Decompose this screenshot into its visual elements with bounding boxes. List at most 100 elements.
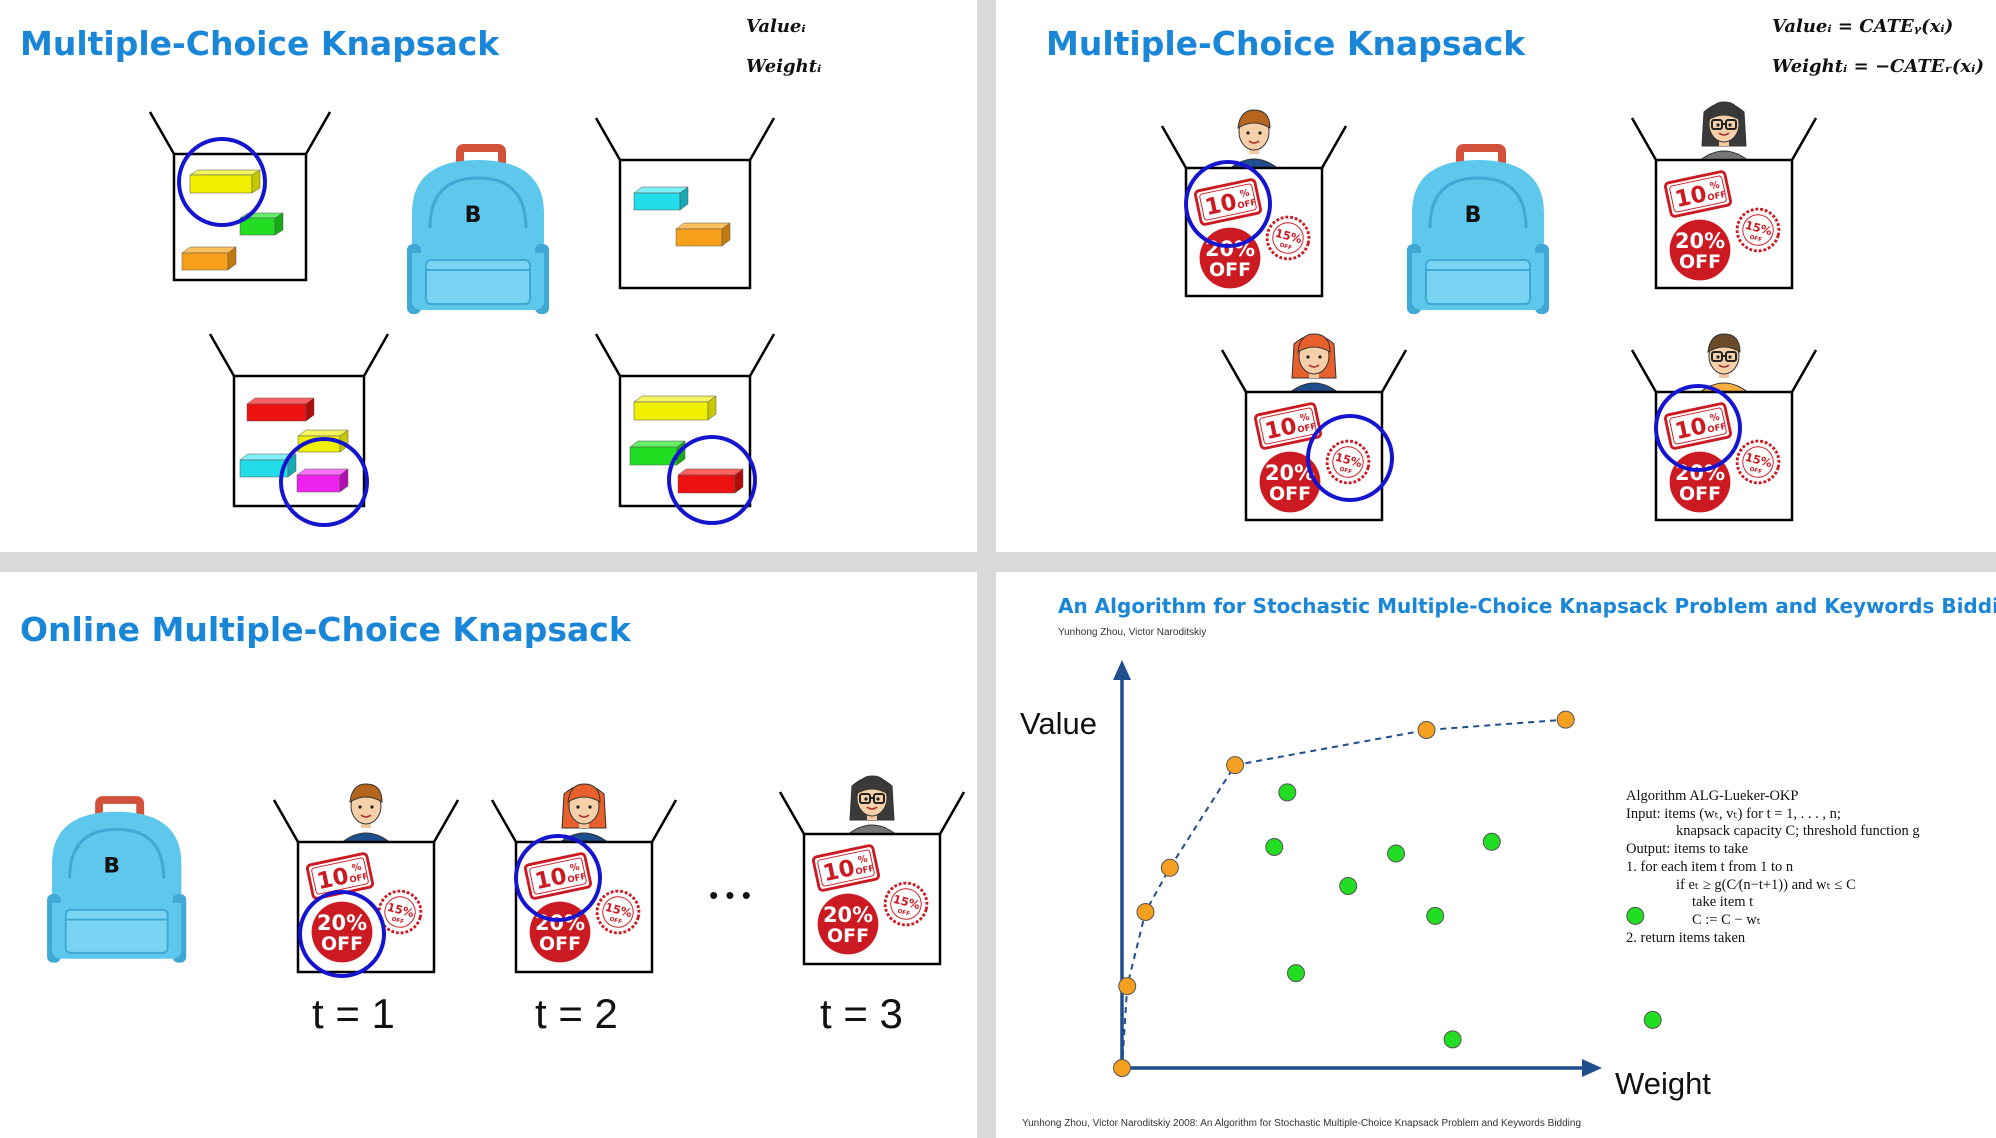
coupon-10-text: 10 [1263,413,1299,445]
coupon-percent-text: % [569,861,581,874]
algorithm-line: C := C − wₜ [1692,911,1761,928]
y-axis-label: Value [1020,706,1097,741]
coupon-percent-text: % [857,853,869,866]
coupon-percent-text: % [1709,179,1721,192]
coupon-off-text: OFF [1279,243,1293,252]
item-point [1339,877,1358,895]
coupon-percent-text: % [351,861,363,874]
chart-axes [1113,660,1602,1077]
item-point [1278,783,1297,802]
paper-citation: Yunhong Zhou, Victor Naroditskiy 2008: A… [1022,1118,1582,1129]
slide-paper-algorithm: An Algorithm for Stochastic Multiple-Cho… [996,572,1996,1138]
coupon-20-text: 20% [317,911,367,935]
formula-value: Valueᵢ = CATEᵧ(xᵢ) [1772,16,1954,37]
item-red-bar [246,397,315,422]
coupon-15-off-icon: 15%OFF [595,889,641,935]
customer-avatar [1696,333,1752,395]
coupon-off-text: OFF [827,925,869,947]
coupon-off-text: OFF [1749,467,1763,476]
knapsack-illustration: B [148,111,776,527]
coupon-off-text: OFF [1707,422,1728,436]
slide-multiple-choice-knapsack: Multiple-Choice Knapsack Valueᵢ Weightᵢ [0,0,977,552]
coupon-20-text: 20% [1675,229,1725,253]
selection-circle [514,834,602,922]
coupon-10-text: 10 [821,855,857,887]
customer-avatar [556,783,612,845]
formula-weight: Weightᵢ = −CATEᵣ(xᵢ) [1772,56,1984,77]
coupon-15-off-icon: 15%OFF [377,889,423,935]
time-label-2: t = 2 [535,990,618,1037]
backpack-icon: B [47,796,187,963]
coupon-off-text: OFF [609,917,623,926]
coupon-off-text: OFF [855,864,876,878]
slide-title: Multiple-Choice Knapsack [20,24,500,63]
coupon-10-off-icon: 10%OFF [1663,402,1733,450]
item-orange-bar [675,222,731,247]
paper-title: An Algorithm for Stochastic Multiple-Cho… [1058,594,1996,618]
coupon-10-off-icon: 10%OFF [1663,170,1733,218]
frontier-point [1113,1059,1131,1077]
coupon-off-text: OFF [321,933,363,955]
algorithm-line: Output: items to take [1626,841,1749,858]
coupon-20-off-icon: 20%OFF [1669,219,1731,281]
algorithm-line: Input: items (wₜ, vₜ) for t = 1, . . . ,… [1626,805,1841,822]
coupon-15-off-icon: 15%OFF [1735,439,1781,485]
item-point [1265,838,1284,856]
algorithm-line: knapsack capacity C; threshold function … [1676,823,1920,840]
backpack-icon: B [1407,144,1549,314]
customer-avatar [338,783,394,845]
coupon-15-off-icon: 15%OFF [883,881,929,927]
selection-circle [298,890,386,978]
value-weight-chart [1113,660,1662,1077]
algorithm-line: 1. for each item t from 1 to n [1626,858,1794,875]
coupon-20-off-icon: 20%OFF [1259,451,1321,513]
coupon-off-text: OFF [1297,422,1318,436]
coupon-10-off-icon: 10%OFF [1253,402,1323,450]
coupon-10-text: 10 [1673,413,1709,445]
item-orange-bar [181,246,237,271]
time-label-3: t = 3 [820,990,903,1037]
slide-title: Online Multiple-Choice Knapsack [20,610,631,649]
coupon-15-text: 15% [1334,450,1365,471]
coupon-15-text: 15% [386,900,417,921]
coupon-20-off-icon: 20%OFF [311,901,373,963]
coupon-off-text: OFF [567,872,588,886]
item-point [1643,1010,1662,1029]
frontier-point [1118,977,1137,996]
coupon-15-off-icon: 15%OFF [1735,207,1781,253]
coupon-10-text: 10 [1673,181,1709,213]
coupon-off-text: OFF [1749,235,1763,244]
coupon-off-text: OFF [1269,483,1311,505]
customer-knapsack-illustration: 10%OFF20%OFF15%OFFB10%OFF20%OFF15%OFF10%… [1160,101,1818,522]
coupon-15-text: 15% [1744,450,1775,471]
paper-authors: Yunhong Zhou, Victor Naroditskiy [1058,627,1207,638]
coupon-10-off-icon: 10%OFF [305,852,375,900]
item-magenta-bar [296,468,349,493]
item-point [1387,844,1406,863]
item-box-3 [208,333,390,527]
customer-avatar [844,775,900,837]
coupon-percent-text: % [1299,411,1311,424]
coupon-15-off-icon: 15%OFF [1325,439,1371,485]
algorithm-line: take item t [1692,894,1754,911]
coupon-percent-text: % [1239,187,1251,200]
item-point [1443,1030,1462,1049]
backpack-label: B [465,203,482,228]
coupon-15-text: 15% [604,900,635,921]
coupon-10-text: 10 [533,863,569,895]
x-axis-label: Weight [1615,1066,1711,1101]
item-point [1626,906,1645,925]
frontier-point [1160,858,1179,877]
selection-circle [1306,414,1394,502]
coupon-off-text: OFF [1679,483,1721,505]
backpack-icon: B [407,144,549,314]
item-point [1426,906,1445,925]
coupon-off-text: OFF [349,872,370,886]
coupon-off-text: OFF [391,917,405,926]
formula-weight: Weightᵢ [746,56,822,77]
